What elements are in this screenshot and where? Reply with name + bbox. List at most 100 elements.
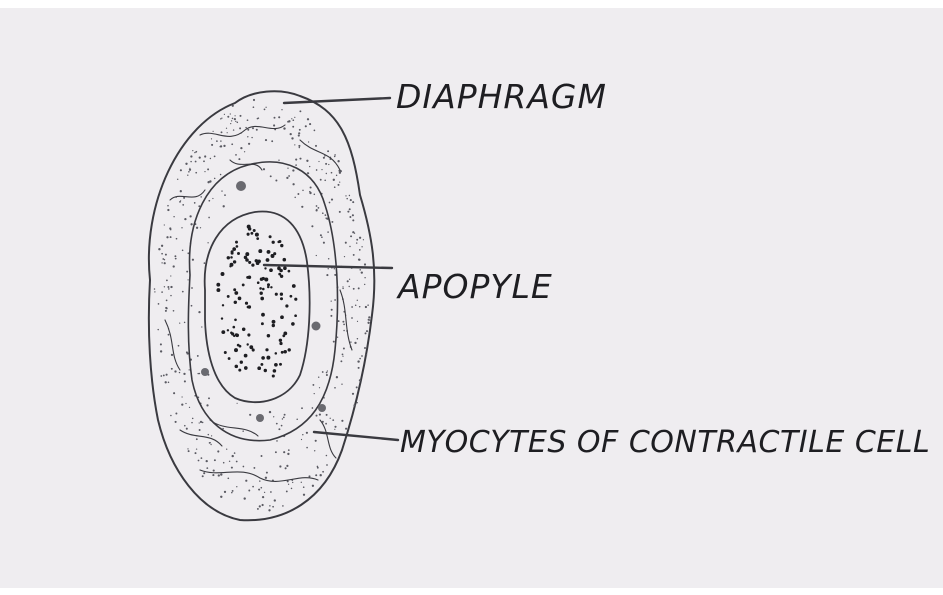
stipple-dot xyxy=(161,262,162,263)
stipple-dot xyxy=(192,259,194,261)
stipple-dot xyxy=(184,425,186,427)
apopyle-dots xyxy=(216,225,297,378)
apopyle-dot xyxy=(266,258,270,262)
apopyle-dot xyxy=(250,232,253,235)
apopyle-dot xyxy=(280,244,283,247)
apopyle-dot xyxy=(283,258,287,262)
stipple-dot xyxy=(167,286,169,288)
stipple-dot xyxy=(170,415,172,417)
stipple-dot xyxy=(349,286,350,287)
stipple-dot xyxy=(353,288,355,290)
apopyle-dot xyxy=(242,328,246,332)
stipple-dot xyxy=(278,159,279,160)
apopyle-dot xyxy=(269,235,272,238)
apopyle-dot xyxy=(260,277,263,280)
stipple-dot xyxy=(364,277,365,278)
apopyle-dot xyxy=(270,286,272,288)
stipple-dot xyxy=(326,274,328,276)
stipple-dot xyxy=(298,135,300,137)
stipple-dot xyxy=(253,99,255,101)
stipple-dot xyxy=(213,131,214,132)
stipple-dot xyxy=(195,452,197,454)
stipple-dot xyxy=(230,123,231,124)
stipple-dot xyxy=(173,216,174,217)
stipple-dot xyxy=(234,115,235,116)
stipple-dot xyxy=(286,465,288,467)
stipple-dot xyxy=(336,376,338,378)
apopyle-dot xyxy=(259,287,262,290)
stipple-dot xyxy=(294,197,295,198)
stipple-dot xyxy=(353,254,355,256)
stipple-dot xyxy=(367,322,369,324)
stipple-dot xyxy=(327,231,329,233)
stipple-dot xyxy=(325,423,327,425)
stipple-dot xyxy=(247,119,249,121)
stipple-dot xyxy=(368,319,370,321)
stipple-dot xyxy=(181,396,182,397)
apopyle-dot xyxy=(222,304,224,306)
stipple-dot xyxy=(283,127,285,129)
stipple-dot xyxy=(180,169,182,171)
stipple-dot xyxy=(157,329,158,330)
stipple-dot xyxy=(183,197,185,199)
stipple-dot xyxy=(275,451,277,453)
stipple-dot xyxy=(181,403,183,405)
stipple-dot xyxy=(351,306,353,308)
stipple-dot xyxy=(296,419,298,421)
stipple-dot xyxy=(320,474,322,476)
stipple-dot xyxy=(366,330,368,332)
stipple-dot xyxy=(368,316,370,318)
stipple-dot xyxy=(168,382,170,384)
stipple-dot xyxy=(168,288,170,290)
stipple-dot xyxy=(244,497,246,499)
apopyle-dot xyxy=(264,267,266,269)
stipple-dot xyxy=(345,428,347,430)
stipple-dot xyxy=(218,474,220,476)
stipple-dot xyxy=(358,367,360,369)
stipple-dot xyxy=(274,117,276,119)
apopyle-dot xyxy=(235,365,239,369)
apopyle-dot xyxy=(272,320,276,324)
apopyle-dot xyxy=(235,241,238,244)
stipple-dot xyxy=(331,221,333,223)
stipple-dot xyxy=(224,491,226,493)
apopyle-dot xyxy=(232,326,235,329)
apopyle-dot xyxy=(238,369,241,372)
stipple-dot xyxy=(261,455,263,457)
stipple-dot xyxy=(337,337,338,338)
stipple-dot xyxy=(334,429,335,430)
stipple-dot xyxy=(220,496,222,498)
stipple-dot xyxy=(161,245,163,247)
stipple-dot xyxy=(341,384,342,385)
stipple-dot xyxy=(187,279,188,280)
apopyle-dot xyxy=(248,261,251,264)
stipple-dot xyxy=(165,381,167,383)
apopyle-dot xyxy=(238,297,242,301)
stipple-dot xyxy=(305,125,307,127)
stipple-dot xyxy=(302,190,303,191)
stipple-dot xyxy=(195,151,197,153)
apopyle-dot xyxy=(228,357,231,360)
stipple-dot xyxy=(357,321,358,322)
apopyle-dot xyxy=(294,298,297,301)
stipple-dot xyxy=(316,169,318,171)
stipple-dot xyxy=(182,204,184,206)
stipple-dot xyxy=(295,164,297,166)
apopyle-dot xyxy=(235,333,238,336)
stipple-dot xyxy=(203,472,205,474)
stipple-dot xyxy=(154,291,155,292)
stipple-dot xyxy=(318,376,319,377)
stipple-dot xyxy=(341,420,343,422)
stipple-dot xyxy=(361,355,363,357)
apopyle-dot xyxy=(273,369,277,373)
stipple-dot xyxy=(190,155,192,157)
stipple-dot xyxy=(334,154,336,156)
stipple-dot xyxy=(350,235,352,237)
stipple-dot xyxy=(270,491,272,493)
stipple-dot xyxy=(337,184,339,186)
stipple-dot xyxy=(279,465,281,467)
stipple-dot xyxy=(194,202,196,204)
stipple-dot xyxy=(206,467,208,469)
myocytes-label: MYOCYTES OF CONTRACTILE CELL xyxy=(400,425,930,460)
